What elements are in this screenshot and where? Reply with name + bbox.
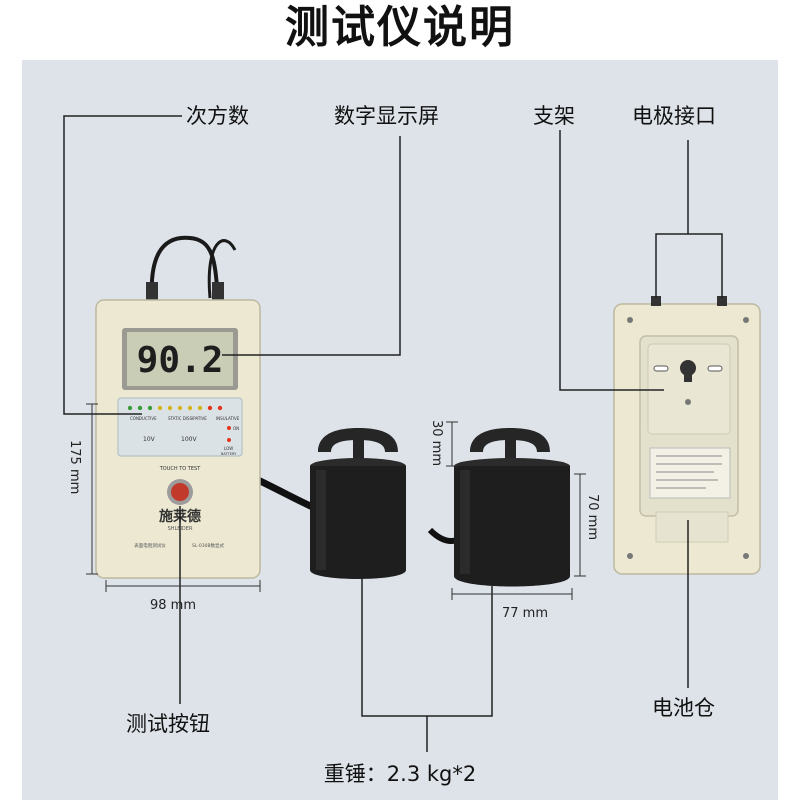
battery-cover	[655, 511, 729, 543]
label-test-button: 测试按钮	[126, 712, 210, 736]
lcd-screen	[127, 332, 233, 386]
label-display: 数字显示屏	[334, 104, 439, 128]
label-dissipative: STATIC DISSIPATIVE	[168, 416, 207, 421]
label-electrode-port: 电极接口	[632, 104, 716, 128]
model-prefix: 表面电阻测试仪	[134, 542, 166, 549]
label-battery: 电池仓	[652, 696, 715, 720]
led-battery-label: BATTERY	[221, 452, 237, 456]
electrode-port-right	[717, 296, 727, 306]
slot	[707, 365, 723, 372]
led-low	[227, 438, 231, 442]
weight-left	[310, 428, 406, 579]
label-conductive: CONDUCTIVE	[130, 416, 157, 421]
touch-caption: TOUCH TO TEST	[159, 466, 201, 472]
stand-plate	[647, 343, 731, 435]
range-10v: 10V	[143, 436, 156, 443]
connector-left	[146, 282, 158, 300]
led-on	[227, 426, 231, 430]
leader-lines	[63, 115, 723, 752]
dimension-lines	[86, 403, 586, 600]
dim-handle: 30 mm	[429, 420, 444, 467]
label-insulative: INSULATIVE	[216, 416, 240, 421]
electrode-port-left	[651, 296, 661, 306]
weight-note: 重锤：2.3 kg*2	[323, 762, 477, 786]
info-label-lines	[656, 455, 722, 489]
model-name: SL-030B数显式	[192, 542, 225, 549]
range-100v: 100V	[181, 436, 197, 443]
connector-right	[212, 282, 224, 300]
dim-weight-height: 70 mm	[585, 494, 600, 541]
screw	[685, 399, 691, 405]
cable	[149, 235, 220, 299]
screw	[743, 317, 749, 323]
screw	[627, 317, 633, 323]
dim-width: 98 mm	[150, 598, 197, 613]
lcd-reading: 90.2	[137, 340, 224, 381]
page-title: 测试仪说明	[285, 2, 515, 53]
label-power: 次方数	[186, 104, 249, 128]
weight-right	[454, 428, 570, 587]
indicator-panel	[117, 397, 243, 457]
dim-weight-diameter: 77 mm	[502, 606, 549, 621]
label-stand: 支架	[533, 104, 575, 128]
slot	[653, 365, 669, 372]
test-button[interactable]	[171, 483, 189, 501]
cable	[207, 239, 237, 299]
dim-height: 175 mm	[67, 440, 82, 495]
screw	[627, 553, 633, 559]
led-row	[127, 405, 223, 411]
led-low-label: LOW	[224, 446, 233, 451]
hanging-slot	[684, 368, 692, 382]
led-on-label: ON	[233, 426, 239, 431]
screw	[743, 553, 749, 559]
